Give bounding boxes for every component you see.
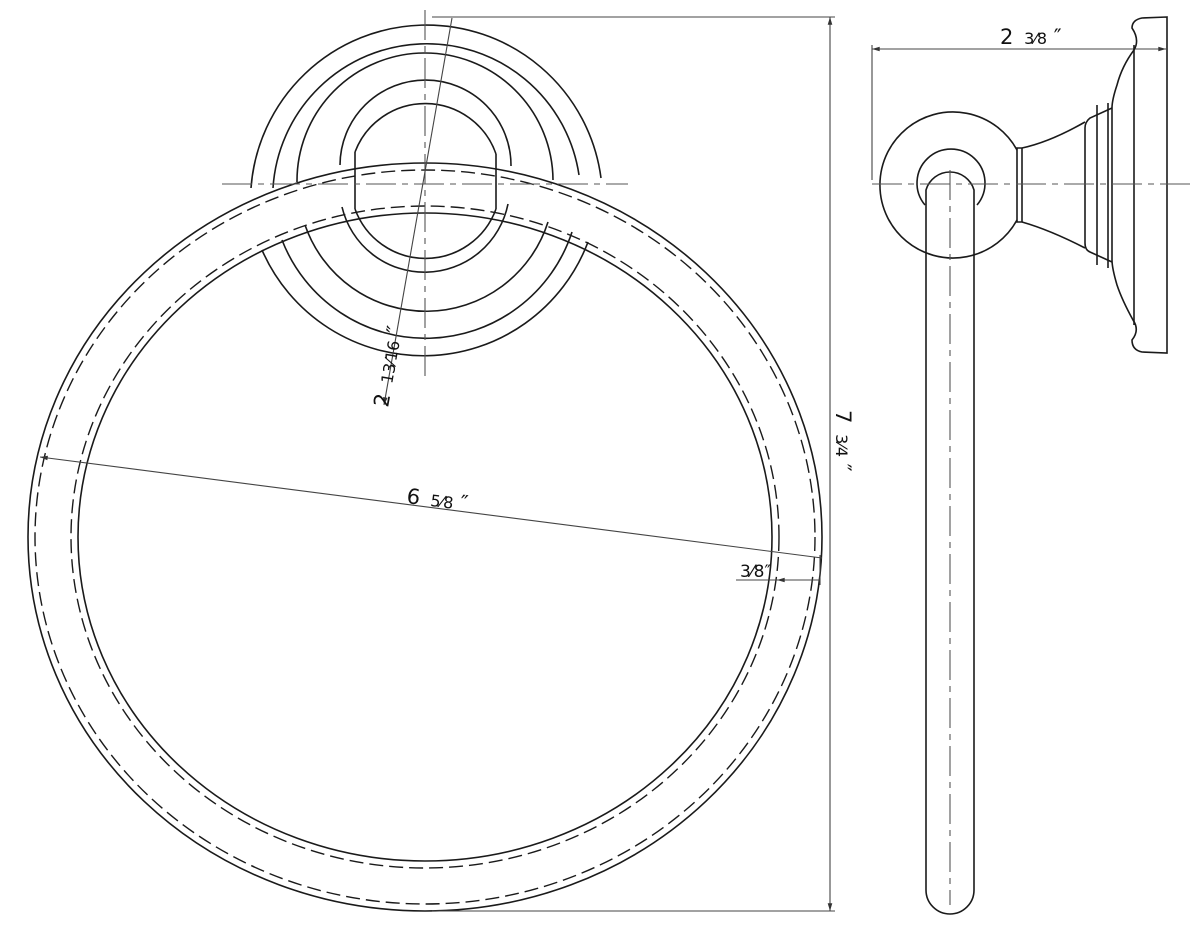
front-view: 2 13⁄16 ″ 6 5⁄8 ″ 3⁄8″ — [27, 10, 855, 912]
svg-text:2 13⁄16 ″: 2 13⁄16 ″ — [369, 324, 407, 409]
projection-depth-fraction: 3⁄8 — [1024, 29, 1047, 48]
projection-depth-unit: ″ — [1054, 25, 1062, 49]
ring-diameter-unit: ″ — [459, 491, 470, 516]
overall-height-unit: ″ — [831, 464, 855, 472]
mounting-flange — [1016, 103, 1113, 268]
svg-text:7 3⁄4 ″: 7 3⁄4 ″ — [831, 410, 855, 472]
mount-diameter-whole: 2 — [369, 392, 395, 409]
svg-text:6 5⁄8 ″: 6 5⁄8 ″ — [405, 484, 469, 515]
ring-diameter-fraction: 5⁄8 — [429, 491, 454, 513]
ring-thickness-fraction: 3⁄8 — [740, 562, 764, 582]
ring-thickness-dimension: 3⁄8″ — [736, 555, 821, 585]
side-view: 2 3⁄8 ″ — [871, 16, 1192, 915]
projection-depth-whole: 2 — [1000, 25, 1013, 49]
wall-plate — [1111, 16, 1168, 354]
ring-collar — [879, 111, 1018, 259]
ring-bar-side — [925, 170, 975, 915]
mount-diameter-fraction: 13⁄16 — [377, 339, 403, 385]
ring-diameter-dimension: 6 5⁄8 ″ — [39, 455, 823, 559]
overall-height-fraction: 3⁄4 — [832, 434, 851, 457]
mount-diameter-unit: ″ — [382, 324, 407, 336]
projection-depth-dimension: 2 3⁄8 ″ — [871, 25, 1166, 180]
ring-diameter-whole: 6 — [405, 484, 421, 509]
ring-thickness-unit: ″ — [764, 562, 770, 582]
mount-rosette — [250, 24, 602, 357]
overall-height-whole: 7 — [831, 410, 855, 423]
svg-text:2 3⁄8 ″: 2 3⁄8 ″ — [1000, 25, 1062, 49]
svg-text:3⁄8″: 3⁄8″ — [740, 562, 771, 582]
overall-height-dimension: 7 3⁄4 ″ — [432, 16, 855, 912]
